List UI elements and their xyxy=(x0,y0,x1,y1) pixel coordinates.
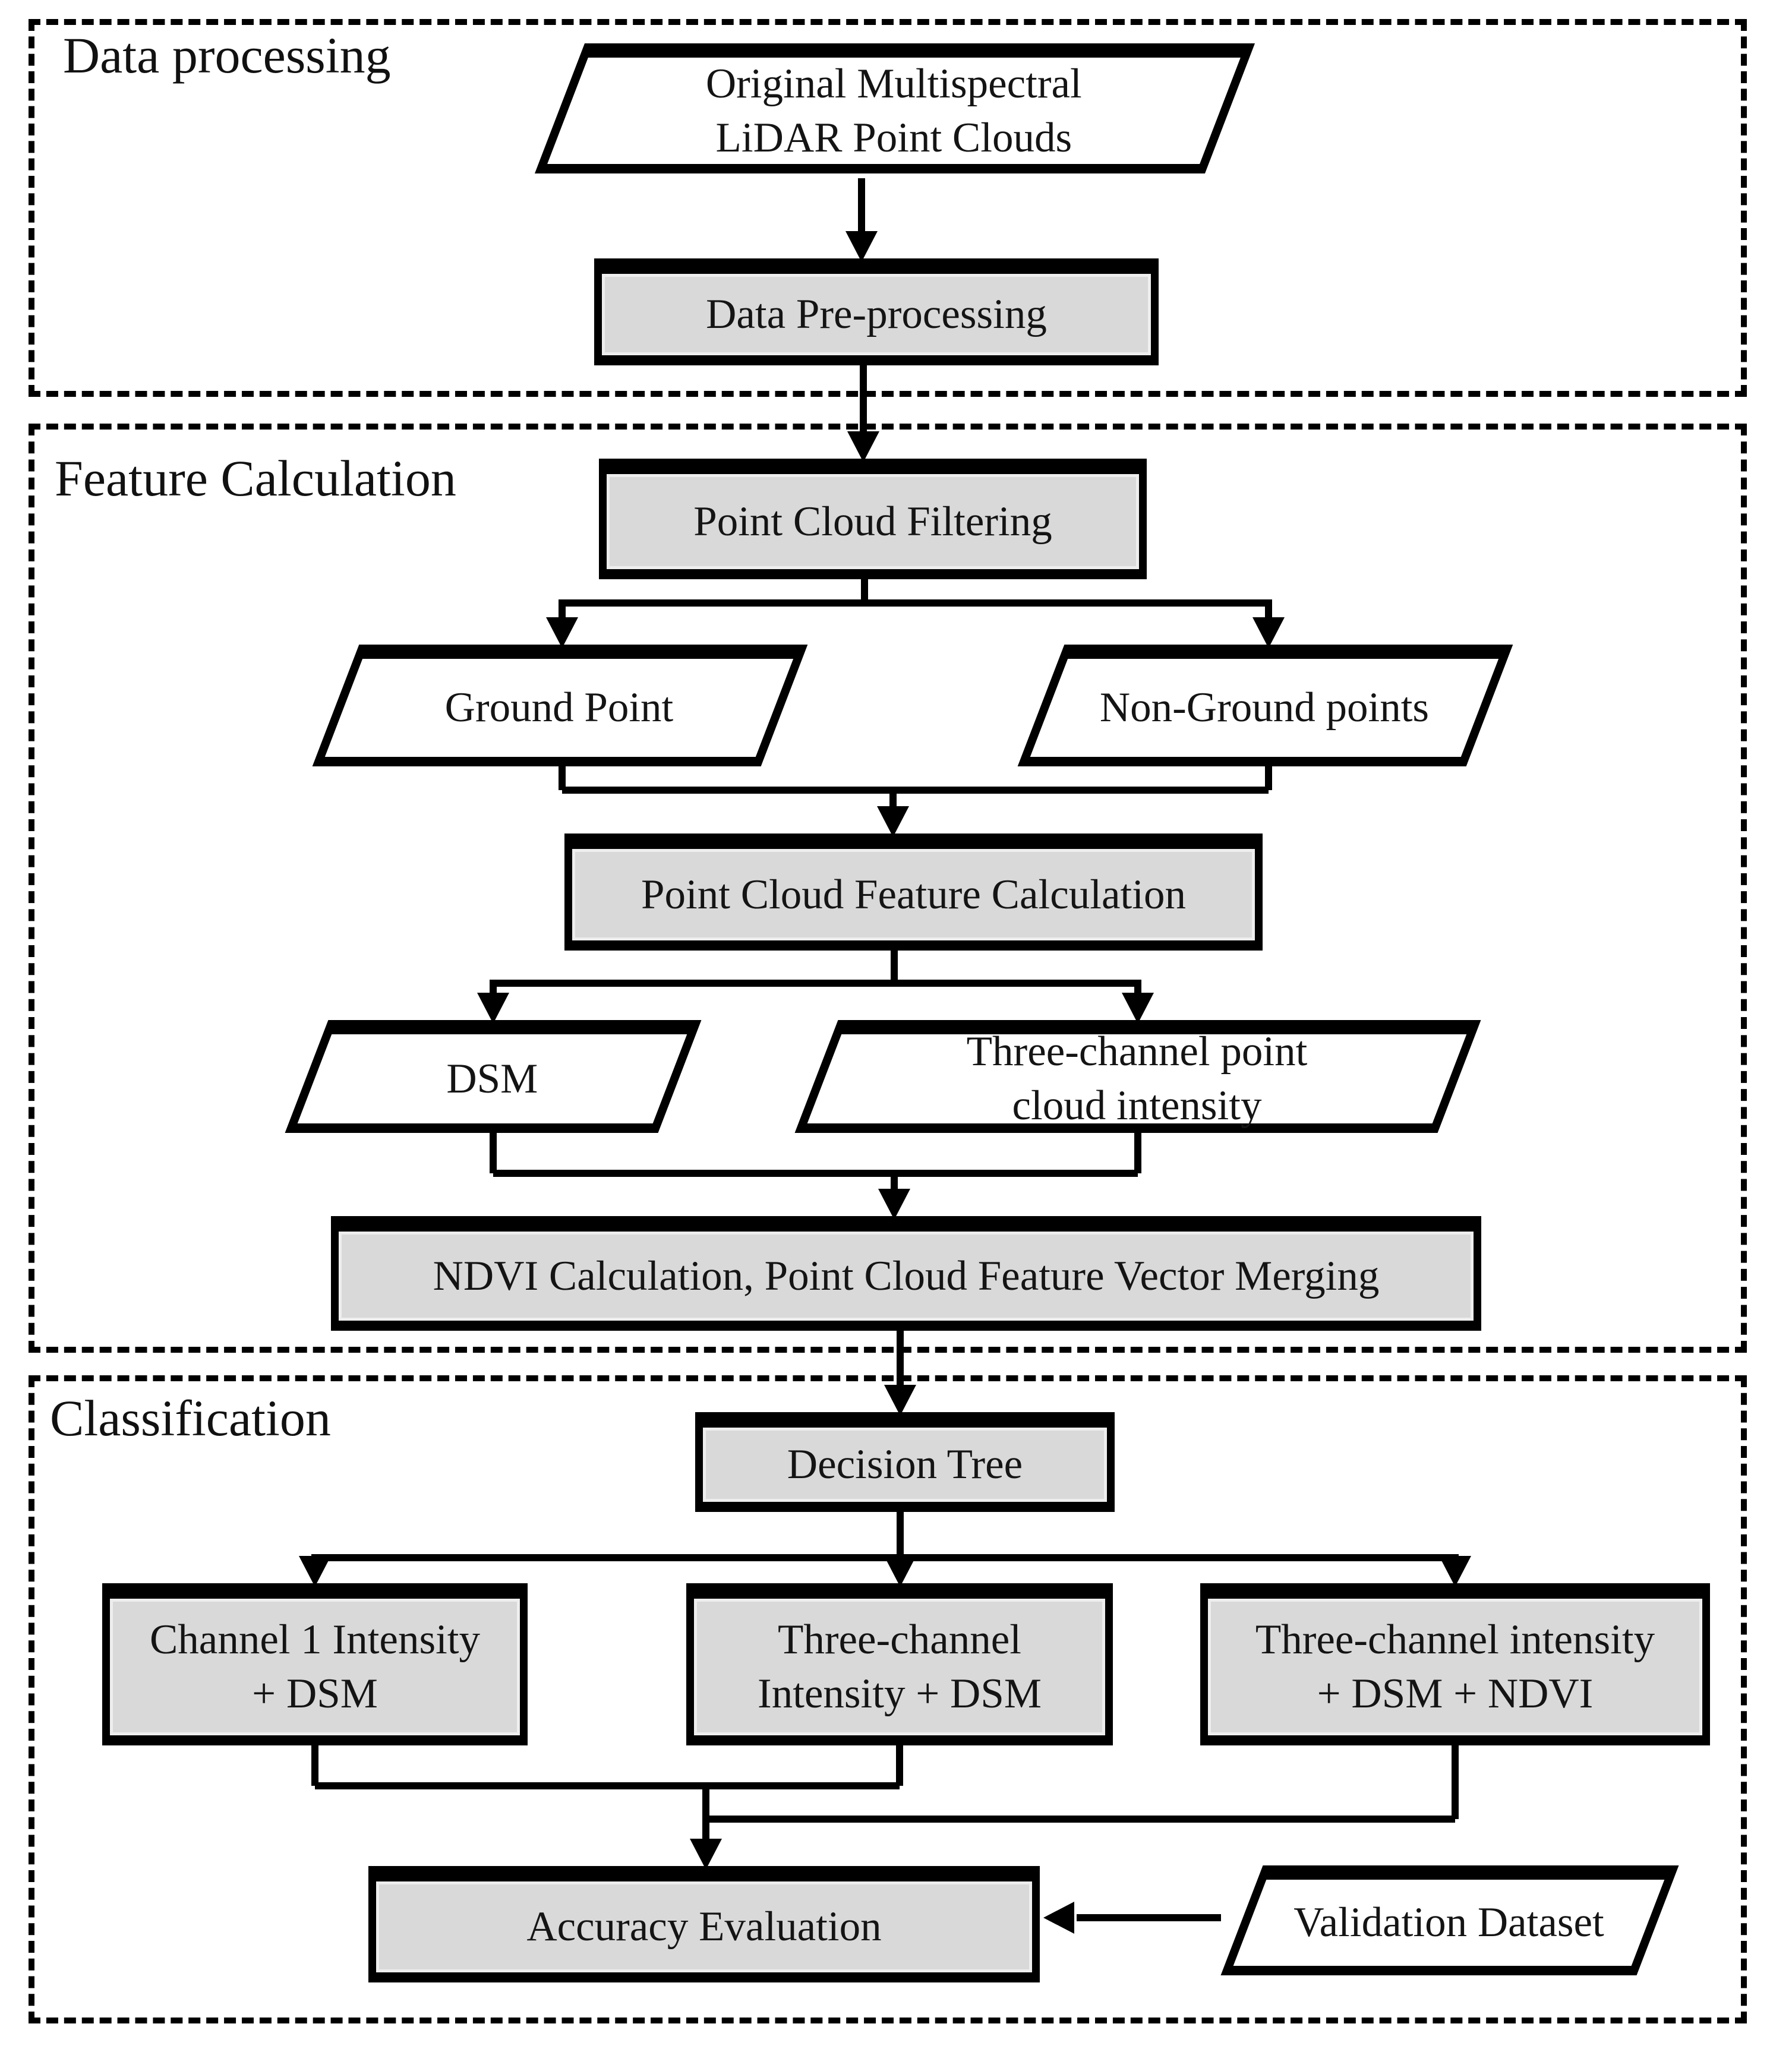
node-ground-point: Ground Point xyxy=(312,645,808,766)
node-text-line: Non-Ground points xyxy=(1099,684,1430,731)
node-text-line: Validation Dataset xyxy=(1293,1899,1604,1946)
node-accuracy-evaluation: Accuracy Evaluation xyxy=(368,1866,1040,1982)
node-three-channel-intensity-dsm: Three-channel Intensity + DSM xyxy=(686,1583,1113,1745)
node-text-line: Channel 1 Intensity xyxy=(149,1617,481,1663)
section-label-classification: Classification xyxy=(50,1390,331,1447)
node-text-line: Data Pre-processing xyxy=(706,291,1047,338)
node-text-line: Three-channel xyxy=(778,1617,1021,1663)
node-ndvi-calculation-vector-merging: NDVI Calculation, Point Cloud Feature Ve… xyxy=(331,1216,1481,1331)
merge-classifiers-to-accuracy xyxy=(311,1743,1459,1870)
node-text-line: Decision Tree xyxy=(787,1441,1023,1488)
node-text-line: LiDAR Point Clouds xyxy=(715,114,1072,161)
node-three-channel-point-cloud-intensity: Three-channel point cloud intensity xyxy=(794,1020,1481,1133)
node-text-line: Ground Point xyxy=(444,684,674,731)
section-box-classification xyxy=(29,1375,1747,2023)
node-text-line: + DSM xyxy=(252,1671,378,1717)
arrow-validation-to-accuracy xyxy=(1043,1902,1221,1934)
node-text-line: Point Cloud Feature Calculation xyxy=(641,871,1186,918)
section-box-feature-calculation xyxy=(29,424,1747,1353)
section-box-data-processing xyxy=(29,19,1747,397)
merge-outputs-to-ndvi xyxy=(490,1131,1141,1220)
node-point-cloud-filtering: Point Cloud Filtering xyxy=(599,459,1147,579)
node-text-line: Original Multispectral xyxy=(705,60,1082,107)
split-decision-tree-to-classifiers xyxy=(299,1510,1471,1587)
node-channel1-intensity-dsm: Channel 1 Intensity + DSM xyxy=(102,1583,528,1745)
node-text-line: + DSM + NDVI xyxy=(1317,1671,1594,1717)
arrow-preprocessing-to-filtering xyxy=(847,362,879,462)
section-label-feature-calculation: Feature Calculation xyxy=(55,450,456,507)
node-text-line: Three-channel intensity xyxy=(1255,1617,1655,1663)
node-text-line: Point Cloud Filtering xyxy=(693,498,1052,545)
node-data-preprocessing: Data Pre-processing xyxy=(594,258,1159,365)
arrow-orig-to-preprocessing xyxy=(845,178,878,262)
arrow-ndvi-to-decision-tree xyxy=(884,1328,916,1416)
node-text-line: DSM xyxy=(446,1055,538,1102)
node-validation-dataset: Validation Dataset xyxy=(1220,1865,1679,1975)
node-text-line: Intensity + DSM xyxy=(758,1671,1042,1717)
node-text-line: NDVI Calculation, Point Cloud Feature Ve… xyxy=(433,1252,1380,1299)
node-three-channel-intensity-dsm-ndvi: Three-channel intensity + DSM + NDVI xyxy=(1200,1583,1710,1745)
node-non-ground-points: Non-Ground points xyxy=(1017,645,1513,766)
node-decision-tree: Decision Tree xyxy=(695,1412,1115,1512)
node-point-cloud-feature-calculation: Point Cloud Feature Calculation xyxy=(564,834,1263,951)
node-dsm: DSM xyxy=(285,1020,702,1133)
node-original-multispectral-lidar-point-clouds: Original Multispectral LiDAR Point Cloud… xyxy=(534,43,1255,173)
node-text-line: Three-channel point xyxy=(966,1028,1308,1075)
merge-points-to-feature-calc xyxy=(559,764,1272,837)
split-feature-calc-to-outputs xyxy=(477,948,1154,1024)
split-filtering-to-points xyxy=(546,576,1285,648)
node-text-line: cloud intensity xyxy=(1012,1082,1262,1129)
section-label-data-processing: Data processing xyxy=(63,27,391,84)
node-text-line: Accuracy Evaluation xyxy=(526,1903,882,1950)
